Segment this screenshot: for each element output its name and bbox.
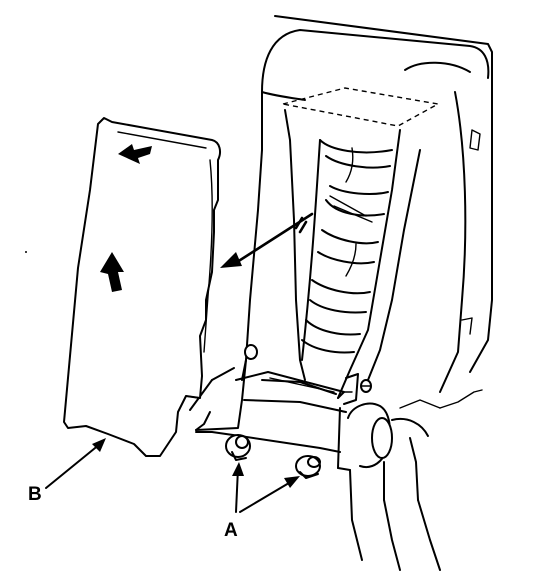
console-body [189, 15, 493, 571]
mounting-boss-left [244, 344, 258, 360]
clip-a-right [295, 455, 321, 479]
inner-rib-detail [301, 139, 393, 361]
callout-a: A [224, 520, 238, 541]
leader-a [232, 462, 300, 513]
clip-a-left [225, 434, 251, 461]
speck [25, 251, 27, 253]
pivot-knob [371, 417, 393, 459]
panel-arrow-up [100, 252, 124, 292]
cover-panel [63, 117, 221, 457]
hidden-edge-outline [282, 87, 441, 127]
callout-b: B [28, 484, 42, 505]
removal-direction-arrow [220, 212, 314, 268]
panel-arrow-left [118, 144, 152, 164]
leader-b [45, 438, 106, 489]
